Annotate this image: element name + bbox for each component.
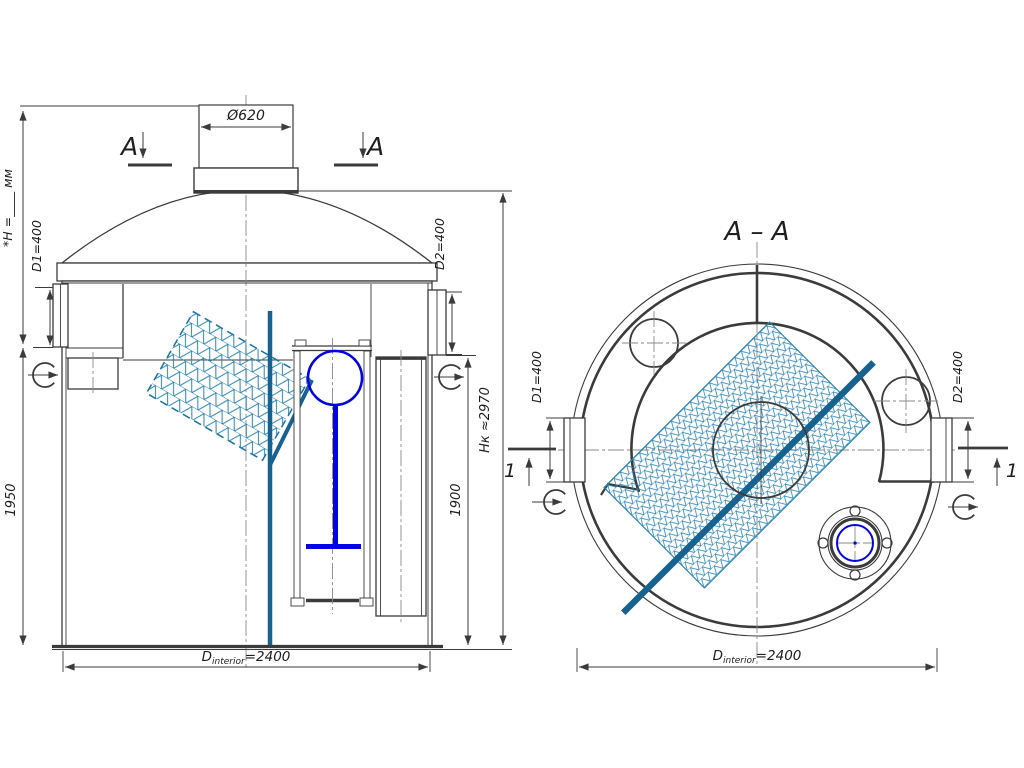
dim-d-interior-front: Dinterior=2400: [202, 649, 291, 667]
outlet-nozzle-section: [930, 417, 953, 483]
dim-d1: D1=400: [29, 220, 44, 272]
section-title: A – A: [722, 217, 789, 247]
dim-total-height: Нк ≈2970: [478, 387, 493, 453]
dim-d2: D2=400: [432, 218, 447, 270]
outlet-flow-icon: [434, 364, 464, 390]
dim-d2-section: D2=400: [950, 351, 965, 403]
d-interior-extensions-front: [62, 651, 431, 672]
inlet-flow-icon: [28, 362, 58, 388]
d1-extensions-section: [546, 417, 564, 483]
internal-partition-arc: [630, 321, 885, 493]
dim-d-interior-section: Dinterior=2400: [713, 648, 802, 666]
flange-bore: [836, 524, 874, 562]
tank-dome: [60, 189, 434, 264]
inlet-flow-icon-section: [532, 489, 566, 515]
cut-mark-1-left: 1: [504, 447, 556, 486]
float-assembly: [306, 349, 364, 549]
cut-label-1-right: 1: [1006, 460, 1018, 482]
column-inner-lines: [380, 357, 422, 616]
dome-nozzle-upper-left: [622, 311, 686, 375]
inlet-nozzle-section: [563, 417, 586, 483]
d1-extension-lines: [33, 287, 53, 348]
section-view: A – A: [504, 217, 1018, 672]
section-mark-a-right: A: [334, 132, 384, 167]
mesh-panel-section: [603, 321, 876, 616]
dim-height-note: *H =____ мм: [0, 169, 15, 247]
dim-phi620: Ø620: [226, 108, 265, 124]
section-letter-a-right: A: [365, 132, 384, 161]
front-view: Ø620 A A: [0, 95, 512, 672]
d2-extension-lines: [446, 291, 462, 355]
flanged-connection: [817, 505, 893, 581]
float-guide-frame: [290, 338, 374, 614]
dim-1950: 1950: [4, 483, 19, 516]
section-letter-a-left: A: [119, 132, 138, 161]
dome-nozzle-right: [874, 369, 938, 433]
d2-extensions-section: [952, 417, 974, 483]
float-base-plate: [306, 544, 361, 549]
section-mark-a-left: A: [119, 132, 172, 167]
float-rod: [333, 404, 338, 545]
top-nozzle-collar: [193, 167, 299, 194]
cut-label-1-left: 1: [504, 460, 516, 482]
outlet-flow-icon-section: [948, 494, 978, 520]
dim-d1-section: D1=400: [529, 351, 544, 403]
dim-1900: 1900: [449, 483, 464, 516]
mesh-support-beam: [620, 360, 876, 616]
mesh-support-brace: [268, 379, 314, 465]
cut-mark-1-right: 1: [958, 446, 1018, 486]
d-interior-extensions-section: [576, 648, 938, 672]
tank-flange-band: [56, 262, 438, 282]
